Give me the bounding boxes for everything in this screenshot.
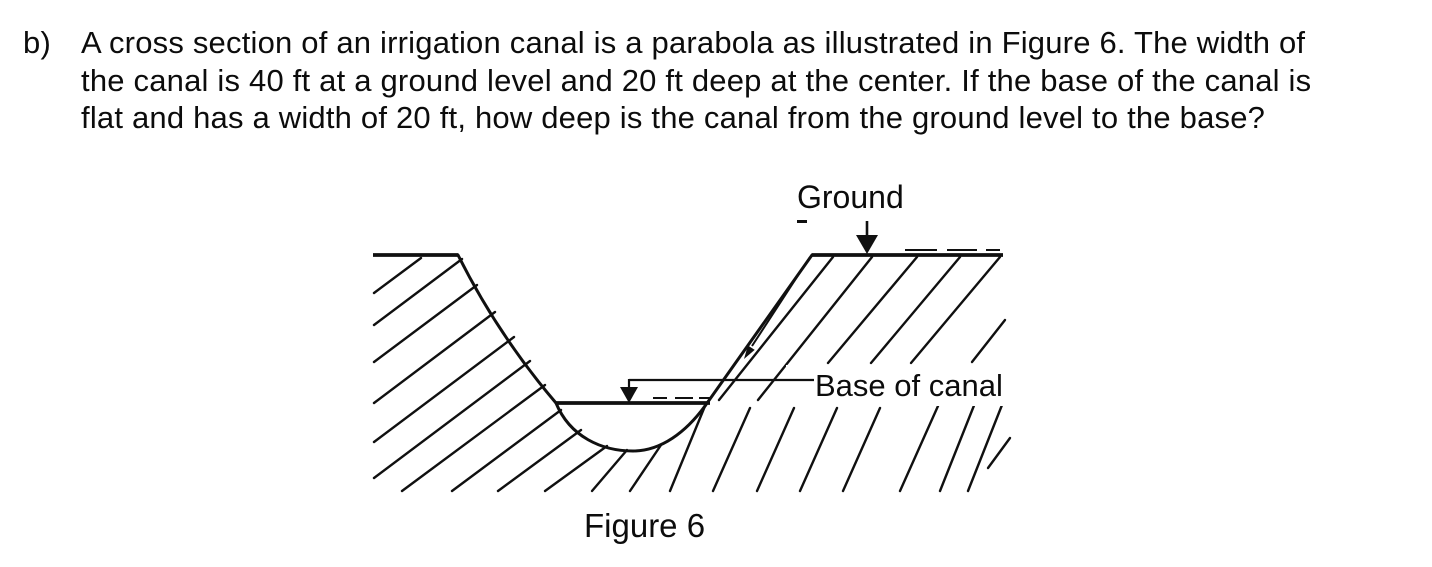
ground-label: Ground xyxy=(797,179,904,215)
label-whitespace-mask xyxy=(786,365,1038,406)
base-leader-arrow-icon xyxy=(620,378,814,403)
problem-text-line-2: the canal is 40 ft at a ground level and… xyxy=(81,62,1312,98)
ground-down-arrow-icon xyxy=(856,221,878,254)
base-of-canal-label: Base of canal xyxy=(815,368,1003,403)
slope-pointer-arrow-icon xyxy=(744,256,811,359)
stray-mark xyxy=(797,220,807,223)
problem-text-line-1: A cross section of an irrigation canal i… xyxy=(81,25,1306,60)
canal-outline xyxy=(456,253,814,453)
problem-statement: b) A cross section of an irrigation cana… xyxy=(23,24,1311,137)
problem-text-line-3: flat and has a width of 20 ft, how deep … xyxy=(81,100,1266,135)
figure-caption: Figure 6 xyxy=(584,507,706,544)
scan-artifact-dashes xyxy=(653,249,1000,399)
canal-left-wall xyxy=(456,253,558,405)
ground-lines xyxy=(373,253,1003,405)
problem-marker: b) xyxy=(23,25,51,60)
hatching-right-bank-lower xyxy=(711,401,1012,493)
parabola-bottom-curve xyxy=(554,401,707,453)
hatching-right-bank-upper xyxy=(717,255,1007,402)
hatching-left-bank xyxy=(372,256,707,493)
problem-text: A cross section of an irrigation canal i… xyxy=(81,24,1311,137)
